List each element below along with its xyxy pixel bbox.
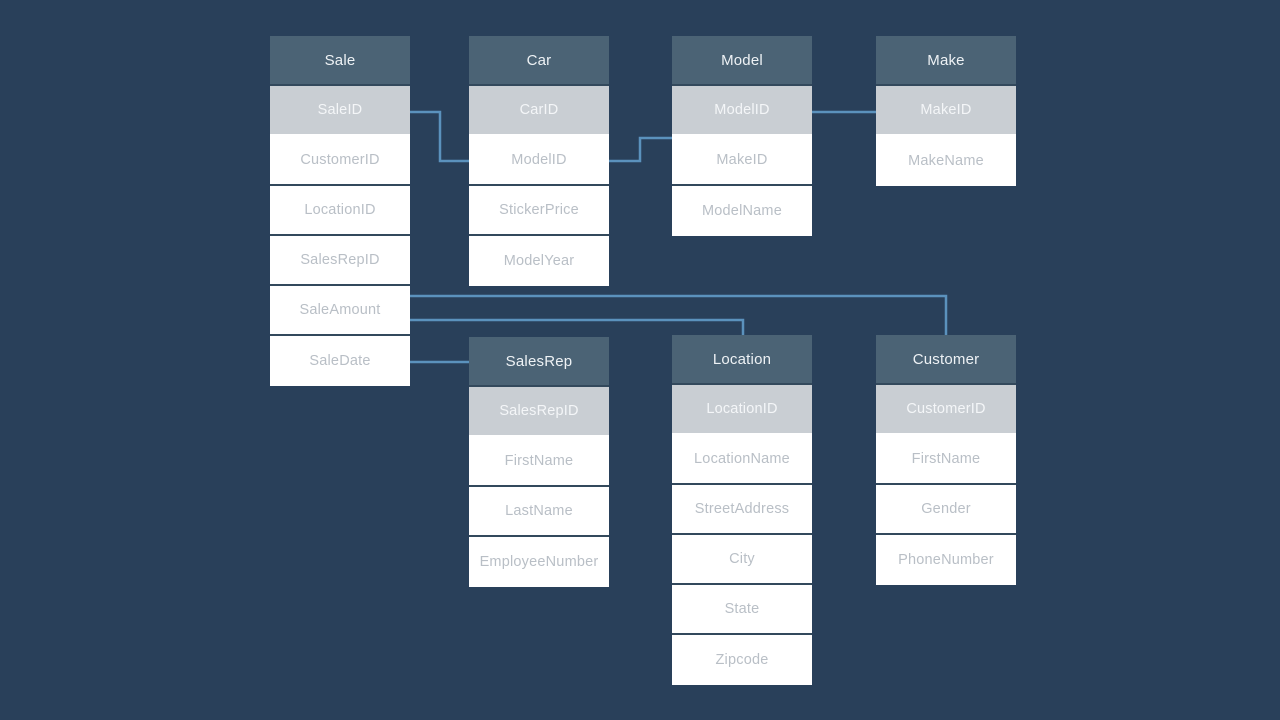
entity-location-title: Location: [672, 335, 812, 385]
entity-model-field-modelname[interactable]: ModelName: [672, 186, 812, 236]
entity-salesrep-field-employeenumber[interactable]: EmployeeNumber: [469, 537, 609, 587]
entity-location-field-city[interactable]: City: [672, 535, 812, 585]
entity-sale-title: Sale: [270, 36, 410, 86]
entity-model-field-makeid[interactable]: MakeID: [672, 136, 812, 186]
entity-sale-field-customerid[interactable]: CustomerID: [270, 136, 410, 186]
relationship-sale-customer: [410, 294, 948, 335]
entity-customer-field-firstname[interactable]: FirstName: [876, 435, 1016, 485]
entity-location-field-locationid[interactable]: LocationID: [672, 385, 812, 435]
relationship-sale-car: [410, 110, 469, 163]
entity-make-title: Make: [876, 36, 1016, 86]
entity-sale-field-saleamount[interactable]: SaleAmount: [270, 286, 410, 336]
entity-customer-title: Customer: [876, 335, 1016, 385]
entity-customer-field-phonenumber[interactable]: PhoneNumber: [876, 535, 1016, 585]
entity-car-title: Car: [469, 36, 609, 86]
entity-customer-field-gender[interactable]: Gender: [876, 485, 1016, 535]
relationship-car-model: [609, 136, 672, 163]
entity-make-field-makename[interactable]: MakeName: [876, 136, 1016, 186]
entity-model-title: Model: [672, 36, 812, 86]
entity-model-field-modelid[interactable]: ModelID: [672, 86, 812, 136]
relationship-sale-location: [410, 318, 745, 335]
entity-sale-field-saledate[interactable]: SaleDate: [270, 336, 410, 386]
entity-location-field-zipcode[interactable]: Zipcode: [672, 635, 812, 685]
entity-sale-field-salesrepid[interactable]: SalesRepID: [270, 236, 410, 286]
entity-car-field-modelid[interactable]: ModelID: [469, 136, 609, 186]
entity-sale-field-saleid[interactable]: SaleID: [270, 86, 410, 136]
entity-location-field-streetaddress[interactable]: StreetAddress: [672, 485, 812, 535]
entity-car-field-carid[interactable]: CarID: [469, 86, 609, 136]
entity-make-field-makeid[interactable]: MakeID: [876, 86, 1016, 136]
entity-salesrep-field-lastname[interactable]: LastName: [469, 487, 609, 537]
entity-location-field-locationname[interactable]: LocationName: [672, 435, 812, 485]
entity-salesrep-field-salesrepid[interactable]: SalesRepID: [469, 387, 609, 437]
entity-car-field-stickerprice[interactable]: StickerPrice: [469, 186, 609, 236]
entity-salesrep-field-firstname[interactable]: FirstName: [469, 437, 609, 487]
entity-sale-field-locationid[interactable]: LocationID: [270, 186, 410, 236]
entity-customer-field-customerid[interactable]: CustomerID: [876, 385, 1016, 435]
entity-location-field-state[interactable]: State: [672, 585, 812, 635]
entity-salesrep-title: SalesRep: [469, 337, 609, 387]
entity-car-field-modelyear[interactable]: ModelYear: [469, 236, 609, 286]
